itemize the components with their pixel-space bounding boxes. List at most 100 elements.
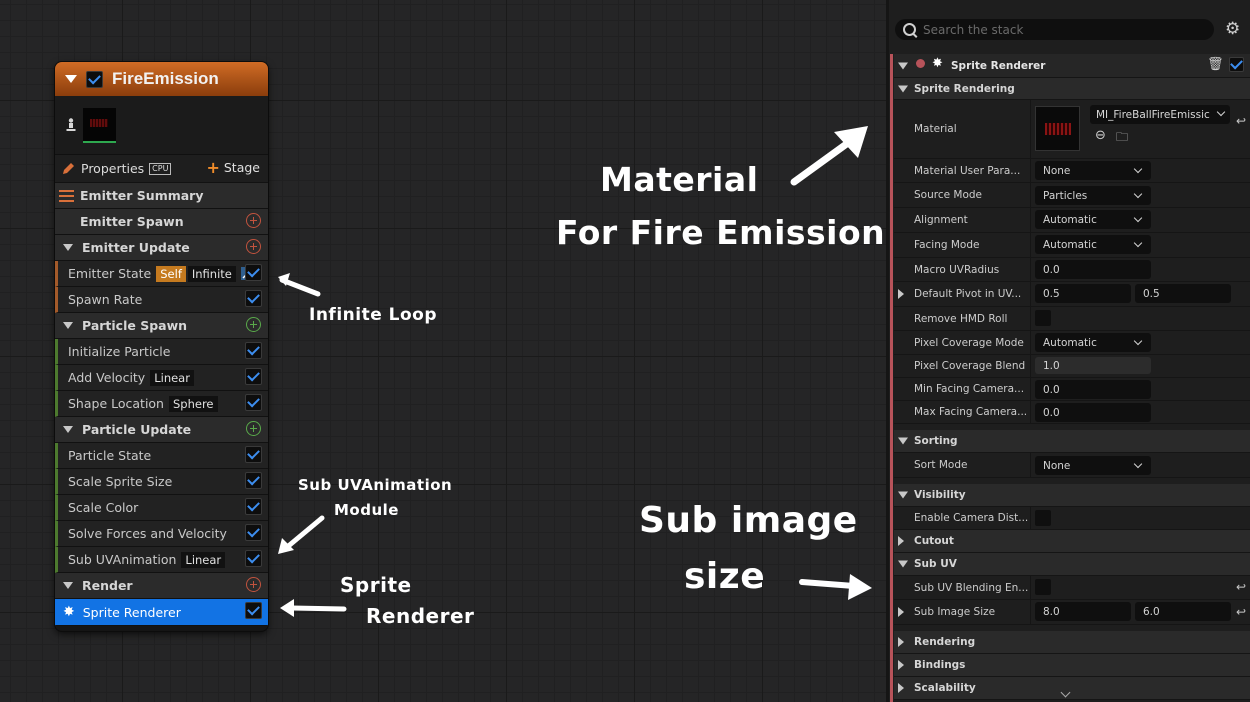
category-sorting[interactable]: Sorting: [894, 430, 1250, 453]
module-enabled-checkbox[interactable]: [245, 342, 262, 359]
node-header[interactable]: FireEmission: [55, 62, 268, 96]
row-alignment[interactable]: Alignment Automatic: [894, 208, 1250, 233]
row-source-mode[interactable]: Source Mode Particles: [894, 183, 1250, 208]
sub-image-y-field[interactable]: 6.0: [1135, 602, 1231, 621]
render-row[interactable]: Render: [55, 573, 268, 599]
expand-arrow-icon[interactable]: [898, 536, 904, 546]
trash-icon[interactable]: 🗑: [1207, 57, 1224, 72]
alignment-dropdown[interactable]: Automatic: [1035, 210, 1151, 229]
expand-arrow-icon[interactable]: [898, 607, 904, 617]
browse-folder-icon[interactable]: 🗀: [1116, 130, 1129, 144]
module-solve-forces[interactable]: Solve Forces and Velocity: [55, 521, 268, 547]
emitter-enabled-checkbox[interactable]: [86, 70, 103, 88]
category-sub-uv[interactable]: Sub UV: [894, 553, 1250, 576]
expand-arrow-icon[interactable]: [898, 683, 904, 693]
add-module-icon[interactable]: [246, 239, 261, 254]
row-material[interactable]: Material MI_FireBallFireEmissic ⊖ 🗀 ↩: [894, 100, 1250, 159]
collapse-arrow-icon[interactable]: [63, 244, 73, 251]
module-initialize-particle[interactable]: Initialize Particle: [55, 339, 268, 365]
person-icon[interactable]: [66, 118, 76, 132]
collapse-arrow-icon[interactable]: [63, 322, 73, 329]
reset-arrow-icon[interactable]: ↩: [1235, 580, 1246, 594]
module-add-velocity[interactable]: Add Velocity Linear: [55, 365, 268, 391]
category-bindings[interactable]: Bindings: [894, 654, 1250, 677]
pixel-coverage-blend-field[interactable]: 1.0: [1035, 357, 1151, 374]
row-remove-hmd-roll[interactable]: Remove HMD Roll: [894, 307, 1250, 331]
material-dropdown[interactable]: MI_FireBallFireEmissic: [1090, 105, 1230, 124]
module-enabled-checkbox[interactable]: [245, 446, 262, 463]
pixel-coverage-mode-dropdown[interactable]: Automatic: [1035, 333, 1151, 352]
properties-row[interactable]: Properties CPU + Stage: [55, 155, 268, 183]
module-scale-sprite-size[interactable]: Scale Sprite Size: [55, 469, 268, 495]
add-module-icon[interactable]: [246, 421, 261, 436]
row-pixel-coverage-blend[interactable]: Pixel Coverage Blend 1.0: [894, 355, 1250, 378]
max-facing-field[interactable]: 0.0: [1035, 403, 1151, 422]
add-module-icon[interactable]: [246, 317, 261, 332]
row-sub-uv-blending[interactable]: Sub UV Blending En... ↩: [894, 576, 1250, 600]
collapse-arrow-icon[interactable]: [898, 560, 908, 568]
sub-uv-blending-checkbox[interactable]: [1035, 579, 1051, 595]
use-selected-icon[interactable]: ⊖: [1095, 128, 1106, 143]
source-mode-dropdown[interactable]: Particles: [1035, 186, 1151, 205]
add-renderer-icon[interactable]: [246, 577, 261, 592]
category-sprite-rendering[interactable]: Sprite Rendering: [894, 78, 1250, 100]
min-facing-field[interactable]: 0.0: [1035, 380, 1151, 399]
reset-arrow-icon[interactable]: ↩: [1235, 114, 1246, 128]
row-camera-distance[interactable]: Enable Camera Dist...: [894, 507, 1250, 530]
sort-mode-dropdown[interactable]: None: [1035, 456, 1151, 475]
emitter-spawn-row[interactable]: Emitter Spawn: [55, 209, 268, 235]
module-sub-uv-animation[interactable]: Sub UVAnimation Linear: [55, 547, 268, 573]
collapse-arrow-icon[interactable]: [65, 75, 77, 83]
module-enabled-checkbox[interactable]: [245, 602, 262, 619]
module-scale-color[interactable]: Scale Color: [55, 495, 268, 521]
collapse-arrow-icon[interactable]: [898, 491, 908, 499]
emitter-summary-row[interactable]: Emitter Summary: [55, 183, 268, 209]
material-thumbnail[interactable]: [1035, 106, 1080, 151]
search-input[interactable]: [921, 21, 1210, 39]
row-default-pivot[interactable]: Default Pivot in UV... 0.5 0.5: [894, 282, 1250, 307]
emitter-node[interactable]: FireEmission Properties CPU + Stage Emit…: [55, 62, 268, 631]
remove-hmd-roll-checkbox[interactable]: [1035, 310, 1051, 326]
macro-uv-radius-field[interactable]: 0.0: [1035, 260, 1151, 279]
collapse-arrow-icon[interactable]: [898, 437, 908, 445]
add-stage-button[interactable]: + Stage: [206, 159, 260, 175]
module-enabled-checkbox[interactable]: [245, 498, 262, 515]
module-enabled-checkbox[interactable]: [245, 368, 262, 385]
gear-icon[interactable]: ⚙: [1225, 19, 1241, 39]
expand-arrow-icon[interactable]: [898, 637, 904, 647]
row-sub-image-size[interactable]: Sub Image Size 8.0 6.0 ↩: [894, 600, 1250, 625]
material-user-param-dropdown[interactable]: None: [1035, 161, 1151, 180]
module-enabled-checkbox[interactable]: [245, 290, 262, 307]
sprite-renderer-header[interactable]: ✸ Sprite Renderer 🗑: [894, 54, 1250, 78]
add-module-icon[interactable]: [246, 213, 261, 228]
row-material-user-param[interactable]: Material User Para... None: [894, 159, 1250, 183]
category-rendering[interactable]: Rendering: [894, 631, 1250, 654]
category-visibility[interactable]: Visibility: [894, 484, 1250, 507]
row-pixel-coverage-mode[interactable]: Pixel Coverage Mode Automatic: [894, 331, 1250, 355]
facing-mode-dropdown[interactable]: Automatic: [1035, 235, 1151, 254]
camera-distance-checkbox[interactable]: [1035, 510, 1051, 526]
pivot-y-field[interactable]: 0.5: [1135, 284, 1231, 303]
row-max-facing-camera[interactable]: Max Facing Camera... 0.0: [894, 401, 1250, 424]
category-cutout[interactable]: Cutout: [894, 530, 1250, 553]
module-shape-location[interactable]: Shape Location Sphere: [55, 391, 268, 417]
collapse-arrow-icon[interactable]: [63, 582, 73, 589]
row-sort-mode[interactable]: Sort Mode None: [894, 453, 1250, 478]
collapse-arrow-icon[interactable]: [898, 62, 908, 69]
module-particle-state[interactable]: Particle State: [55, 443, 268, 469]
collapse-arrow-icon[interactable]: [63, 426, 73, 433]
particle-spawn-row[interactable]: Particle Spawn: [55, 313, 268, 339]
expand-arrow-icon[interactable]: [898, 660, 904, 670]
module-spawn-rate[interactable]: Spawn Rate: [55, 287, 268, 313]
particle-update-row[interactable]: Particle Update: [55, 417, 268, 443]
search-bar[interactable]: [895, 19, 1214, 40]
row-min-facing-camera[interactable]: Min Facing Camera... 0.0: [894, 378, 1250, 401]
module-enabled-checkbox[interactable]: [245, 524, 262, 541]
pivot-x-field[interactable]: 0.5: [1035, 284, 1131, 303]
emitter-update-row[interactable]: Emitter Update: [55, 235, 268, 261]
module-enabled-checkbox[interactable]: [245, 264, 262, 281]
row-macro-uv-radius[interactable]: Macro UVRadius 0.0: [894, 258, 1250, 282]
module-enabled-checkbox[interactable]: [245, 550, 262, 567]
reset-arrow-icon[interactable]: ↩: [1235, 605, 1246, 619]
details-panel[interactable]: ⚙ ✸ Sprite Renderer 🗑 Sprite Rendering M…: [886, 0, 1250, 702]
